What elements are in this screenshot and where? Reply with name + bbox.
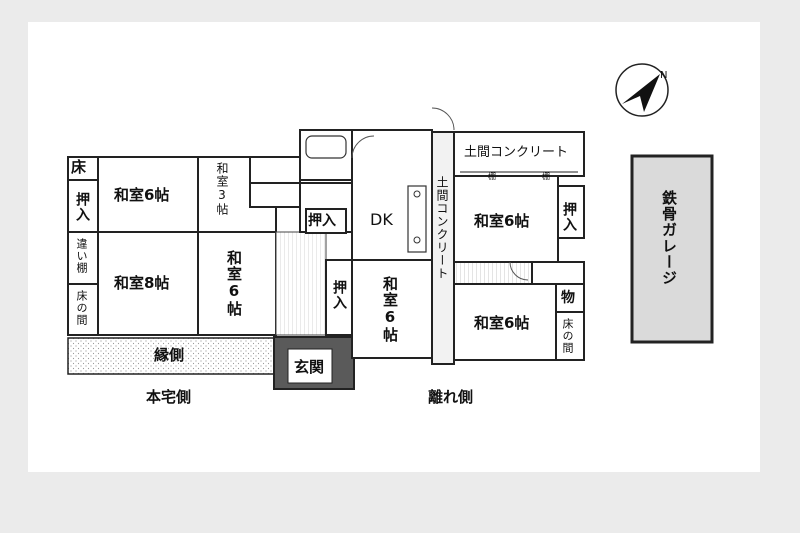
doma-side-label: 土間コンクリート — [435, 176, 449, 280]
corridor-floor — [275, 231, 327, 336]
dk-label: DK — [370, 210, 393, 229]
oshiire-dk-label: 押入 — [308, 213, 336, 229]
genkan-label: 玄関 — [294, 358, 325, 376]
oshiire-mid-label: 押入 — [331, 280, 347, 310]
washitsu-6-mid-label: 和室6帖 — [225, 250, 243, 317]
garage-label: 鉄骨ガレージ — [660, 190, 678, 286]
north-arrow-icon: N — [615, 63, 669, 117]
engawa-floor — [67, 337, 275, 375]
chigaidana-label: 違い棚 — [75, 238, 88, 274]
mono-label: 物 — [561, 290, 575, 306]
sink-icon — [413, 190, 421, 198]
oshiire-left-label: 押入 — [74, 192, 90, 222]
door-swings — [351, 107, 529, 281]
main-house-caption: 本宅側 — [146, 388, 192, 406]
svg-text:N: N — [660, 70, 667, 81]
washitsu-6-center-label: 和室6帖 — [381, 276, 399, 343]
tana-label-1: 棚 — [488, 172, 496, 181]
washitsu-3-label: 和室3帖 — [215, 162, 229, 216]
bathtub-icon — [305, 135, 347, 159]
annex-walls — [453, 131, 585, 361]
garage-box — [630, 154, 714, 344]
doma-top-label: 土間コンクリート — [464, 145, 569, 160]
annex-caption: 離れ側 — [428, 388, 474, 406]
tana-label-2: 棚 — [542, 172, 550, 181]
main-house-walls — [67, 156, 301, 336]
tokonoma-east-label: 床の間 — [561, 318, 574, 354]
tokonoma-left-label: 床の間 — [75, 290, 88, 326]
tokonoma-label: 床 — [71, 158, 87, 176]
genkan-inner — [287, 348, 333, 384]
washitsu-6-east-bottom-label: 和室6帖 — [474, 314, 530, 332]
engawa-label: 縁側 — [154, 346, 185, 364]
oshiire-east-label: 押入 — [561, 202, 577, 232]
washitsu-6-east-top-label: 和室6帖 — [474, 212, 530, 230]
washitsu-8-label: 和室8帖 — [114, 274, 170, 292]
stove-icon — [413, 236, 421, 244]
washitsu-6-main-label: 和室6帖 — [114, 186, 170, 204]
kitchen-counter-icon — [407, 185, 427, 253]
